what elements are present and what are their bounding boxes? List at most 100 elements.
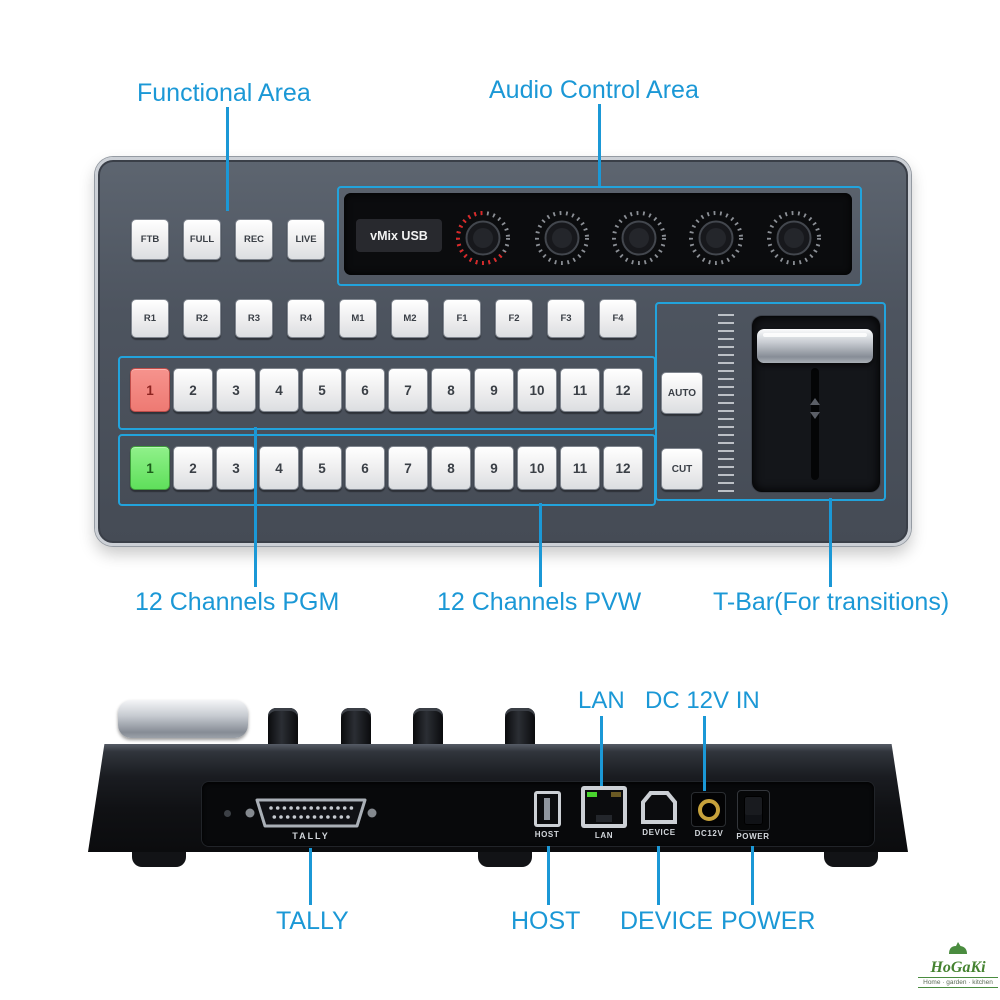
audio-area-outline — [337, 186, 862, 286]
dc12v-port-label: DC12V — [694, 829, 724, 838]
rear-knob — [505, 708, 535, 748]
brand-tagline: Home · garden · kitchen — [918, 977, 998, 988]
rear-knob — [413, 708, 443, 748]
pgm-button-12: 12 — [603, 368, 643, 412]
audio-knob-4 — [689, 211, 743, 265]
pvw-button-label: 12 — [615, 460, 631, 476]
audio-knob-2 — [535, 211, 589, 265]
pgm-button-8: 8 — [431, 368, 471, 412]
auto-button: AUTO — [661, 372, 703, 414]
button-r3: R3 — [235, 299, 273, 338]
button-f2-label: F2 — [508, 313, 520, 324]
usb-host-cavity — [537, 794, 558, 824]
pgm-button-11: 11 — [560, 368, 600, 412]
button-f2: F2 — [495, 299, 533, 338]
pgm-button-label: 12 — [615, 382, 631, 398]
pvw-button-8: 8 — [431, 446, 471, 490]
button-f3-label: F3 — [560, 313, 572, 324]
vmix-usb-badge: vMix USB — [356, 219, 442, 252]
button-live-label: LIVE — [295, 234, 317, 245]
callout-line-pvw — [539, 503, 542, 587]
button-f4: F4 — [599, 299, 637, 338]
callout-line-tbar — [829, 498, 832, 587]
callout-dc12v: DC 12V IN — [645, 687, 760, 714]
callout-line-host — [547, 846, 550, 905]
callout-line-lan — [600, 716, 603, 786]
pvw-button-6: 6 — [345, 446, 385, 490]
button-live: LIVE — [287, 219, 325, 260]
vmix-usb-label: vMix USB — [370, 228, 428, 243]
button-rec-label: REC — [243, 234, 265, 245]
transition-area-outline — [655, 302, 886, 501]
pgm-button-label: 11 — [572, 382, 588, 398]
pvw-button-label: 3 — [232, 460, 240, 476]
device-port-label: DEVICE — [642, 828, 676, 837]
button-ftb-label: FTB — [140, 234, 160, 245]
button-r2-label: R2 — [195, 313, 209, 324]
pgm-button-2: 2 — [173, 368, 213, 412]
button-full-label: FULL — [189, 234, 215, 245]
screw-hole — [224, 810, 231, 817]
device-foot — [132, 851, 186, 867]
cut-button-label: CUT — [671, 463, 693, 475]
pgm-button-label: 2 — [189, 382, 197, 398]
lan-notch — [596, 815, 612, 822]
pvw-button-label: 8 — [447, 460, 455, 476]
button-r1: R1 — [131, 299, 169, 338]
pvw-button-label: 5 — [318, 460, 326, 476]
pgm-button-label: 9 — [490, 382, 498, 398]
callout-functional-area: Functional Area — [137, 79, 311, 107]
rear-knob — [341, 708, 371, 748]
brand-name: HoGaKi — [930, 959, 986, 976]
t-bar-handle-highlight — [763, 333, 867, 337]
lan-led-green — [587, 792, 597, 797]
pvw-button-label: 9 — [490, 460, 498, 476]
usb-host-tongue — [544, 798, 550, 820]
pgm-button-1: 1 — [130, 368, 170, 412]
audio-knob-5 — [767, 211, 821, 265]
button-r3-label: R3 — [247, 313, 261, 324]
callout-line-pgm — [254, 427, 257, 587]
pvw-button-10: 10 — [517, 446, 557, 490]
pgm-button-label: 4 — [275, 382, 283, 398]
cut-button: CUT — [661, 448, 703, 490]
callout-t-bar: T-Bar(For transitions) — [713, 588, 950, 616]
pvw-button-label: 4 — [275, 460, 283, 476]
tally-port-label: TALLY — [292, 831, 330, 841]
host-port-label: HOST — [534, 830, 560, 839]
t-bar-arrow-down-icon — [810, 412, 820, 419]
button-rec: REC — [235, 219, 273, 260]
usb-device-cavity — [645, 795, 673, 820]
callout-line-dc12v — [703, 716, 706, 791]
callout-device: DEVICE — [620, 907, 714, 935]
pgm-button-7: 7 — [388, 368, 428, 412]
pgm-button-3: 3 — [216, 368, 256, 412]
pvw-button-12: 12 — [603, 446, 643, 490]
callout-line-audio-control-area — [598, 104, 601, 186]
t-bar-groove — [811, 368, 819, 480]
button-r4: R4 — [287, 299, 325, 338]
usb-device-port — [641, 791, 677, 824]
pgm-button-label: 3 — [232, 382, 240, 398]
callout-host: HOST — [511, 907, 581, 935]
pgm-button-label: 10 — [529, 382, 545, 398]
pvw-button-1-label: 1 — [146, 460, 154, 476]
pvw-button-1: 1 — [130, 446, 170, 490]
callout-channels-pvw: 12 Channels PVW — [437, 588, 642, 616]
lan-led-amber — [611, 792, 621, 797]
callout-line-power — [751, 846, 754, 905]
button-f1: F1 — [443, 299, 481, 338]
audio-knob-1 — [456, 211, 510, 265]
button-r4-label: R4 — [299, 313, 313, 324]
callout-power: POWER — [721, 907, 816, 935]
pgm-button-6: 6 — [345, 368, 385, 412]
lan-port — [581, 786, 627, 828]
button-r2: R2 — [183, 299, 221, 338]
callout-audio-control-area: Audio Control Area — [489, 76, 699, 104]
callout-lan: LAN — [578, 687, 625, 714]
brand-icon — [949, 942, 967, 954]
pgm-button-10: 10 — [517, 368, 557, 412]
lan-cavity — [585, 790, 623, 824]
t-bar-handle-rear — [118, 700, 248, 738]
